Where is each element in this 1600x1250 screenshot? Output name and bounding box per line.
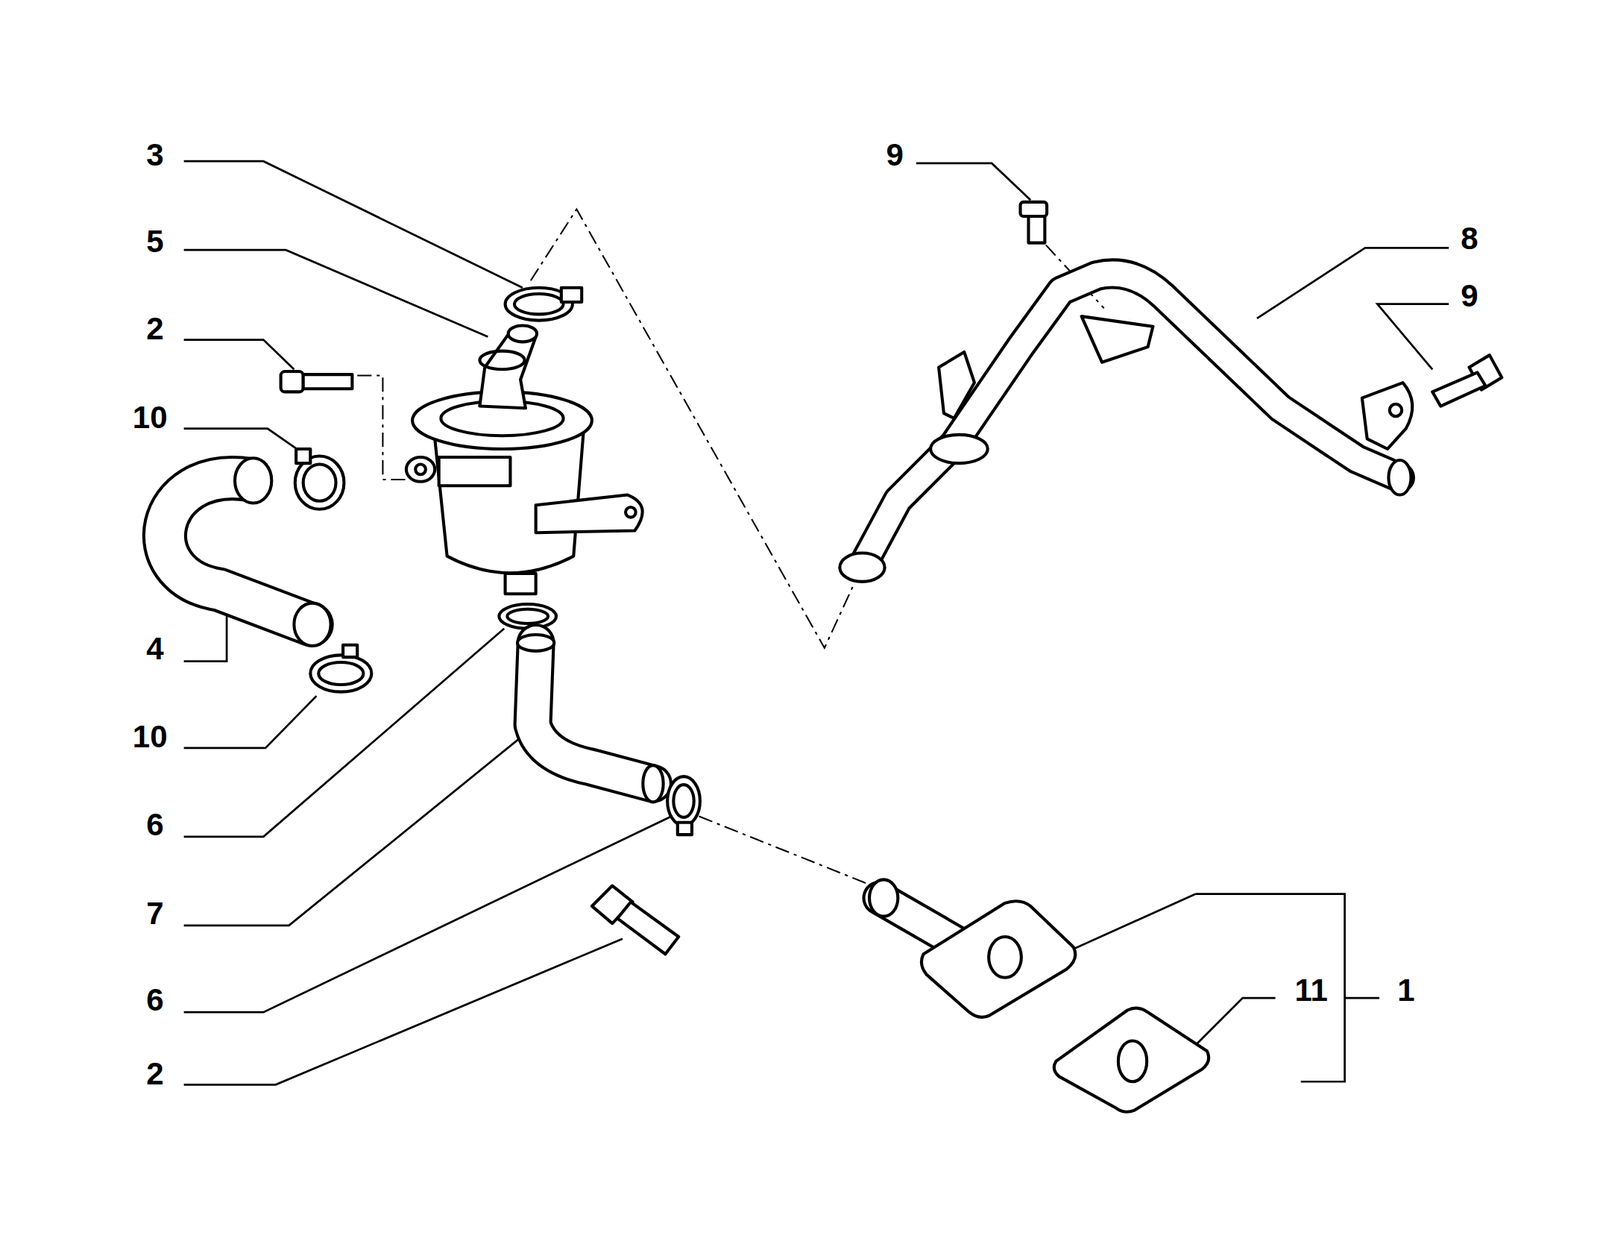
callout-number: 9 xyxy=(1460,280,1478,312)
callout-number: 10 xyxy=(132,720,168,753)
callout-number: 6 xyxy=(146,984,164,1016)
callout-number: 11 xyxy=(1294,974,1328,1006)
callout-number: 9 xyxy=(886,139,904,171)
callout-number: 1 xyxy=(1397,974,1415,1006)
callout-number: 6 xyxy=(146,808,164,841)
callout-number: 3 xyxy=(146,139,164,171)
callout-number: 4 xyxy=(146,632,164,665)
callout-number: 2 xyxy=(146,313,164,345)
callout-number: 10 xyxy=(132,401,168,434)
callout-number: 2 xyxy=(146,1057,164,1090)
callout-number: 5 xyxy=(146,225,164,258)
callout-number: 7 xyxy=(146,897,164,929)
callout-number: 8 xyxy=(1460,222,1478,255)
